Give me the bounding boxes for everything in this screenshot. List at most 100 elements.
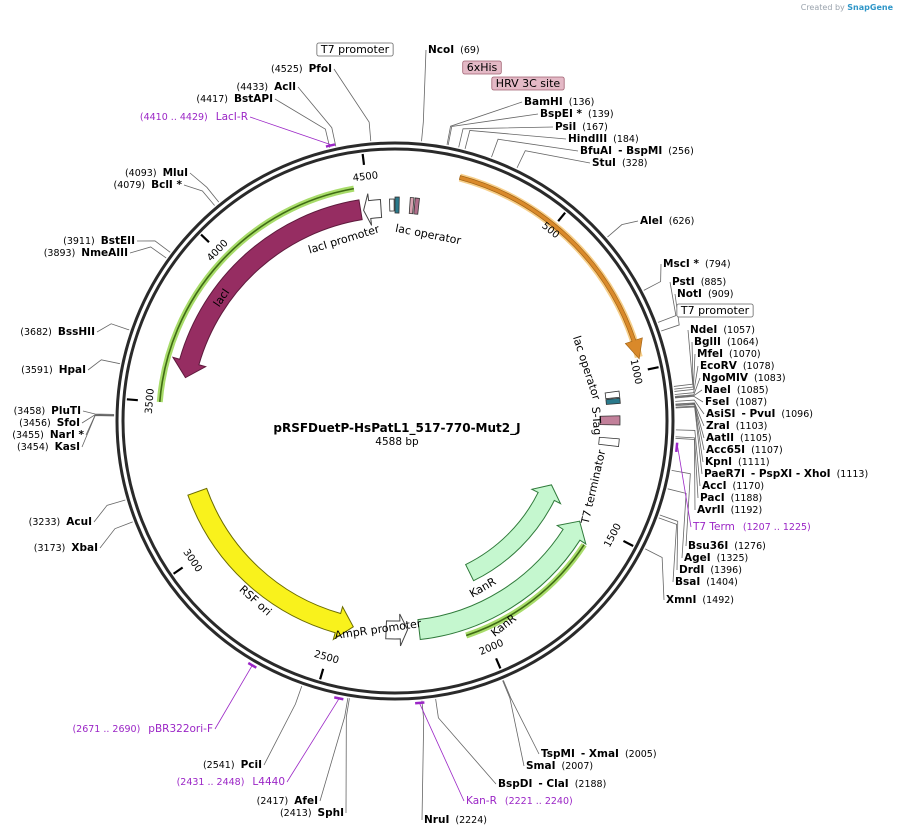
enzyme-site[interactable]: (2413)SphI <box>280 807 344 819</box>
enzyme-site[interactable]: (3893)NmeAIII <box>44 247 128 259</box>
enzyme-site[interactable]: (3591)HpaI <box>21 364 86 376</box>
enzyme-label: MfeI(1070) <box>697 348 761 360</box>
primer-mark <box>325 143 336 148</box>
enzyme-site[interactable]: BspEI *(139) <box>540 108 614 120</box>
enzyme-site[interactable]: XmnI(1492) <box>666 594 734 606</box>
enzyme-site[interactable]: (3911)BstEII <box>63 235 135 247</box>
enzyme-site[interactable]: BglII(1064) <box>694 336 759 348</box>
enzyme-site[interactable]: NdeI(1057) <box>690 324 755 336</box>
enzyme-label: BglII(1064) <box>694 336 759 348</box>
enzyme-site[interactable]: AvrII(1192) <box>697 504 762 516</box>
enzyme-name: BspEI * <box>540 108 583 120</box>
enzyme-site[interactable]: AccI(1170) <box>702 480 764 492</box>
kanr-underline-core <box>465 544 585 637</box>
site-connector <box>657 281 677 323</box>
enzyme-site[interactable]: AleI(626) <box>640 215 694 227</box>
enzyme-label: NgoMIV(1083) <box>702 372 786 384</box>
enzyme-site[interactable]: (3458)PluTI <box>14 405 81 417</box>
enzyme-site[interactable]: NgoMIV(1083) <box>702 372 786 384</box>
enzyme-position: (1188) <box>731 493 763 504</box>
enzyme-site[interactable]: HindIII(184) <box>568 133 639 145</box>
primer-binding-site[interactable]: (2431 .. 2448)L4440 <box>177 776 285 788</box>
enzyme-site[interactable]: (2417)AfeI <box>257 795 318 807</box>
enzyme-site[interactable]: SmaI(2007) <box>526 760 593 772</box>
enzyme-site[interactable]: FseI(1087) <box>705 396 767 408</box>
enzyme-site[interactable]: AgeI(1325) <box>684 552 748 564</box>
enzyme-name: NdeI <box>690 324 717 336</box>
primer-binding-site[interactable]: (2671 .. 2690)pBR322ori-F <box>72 723 213 735</box>
backbone-inner-strand <box>121 147 669 695</box>
enzyme-site[interactable]: (2541)PciI <box>203 759 262 771</box>
enzyme-site[interactable]: StuI(328) <box>592 157 648 169</box>
enzyme-site[interactable]: MfeI(1070) <box>697 348 761 360</box>
enzyme-site[interactable]: (3682)BssHII <box>20 326 95 338</box>
enzyme-site[interactable]: AatII(1105) <box>706 432 772 444</box>
enzyme-label: (4525)PfoI <box>271 63 332 75</box>
enzyme-site[interactable]: BsaI(1404) <box>675 576 738 588</box>
enzyme-position: (4433) <box>237 82 269 93</box>
site-connector <box>675 403 705 439</box>
enzyme-site[interactable]: BspDI- ClaI(2188) <box>498 778 606 790</box>
enzyme-site[interactable]: PstI(885) <box>672 276 726 288</box>
primer-binding-site[interactable]: Kan-R(2221 .. 2240) <box>466 795 573 807</box>
enzyme-site[interactable]: BamHI(136) <box>524 96 594 108</box>
enzyme-site[interactable]: NotI(909) <box>677 288 733 300</box>
primer-binding-site[interactable]: T7 Term(1207 .. 1225) <box>692 521 811 533</box>
primer-binding-site[interactable]: (4410 .. 4429)LacI-R <box>140 111 248 123</box>
tick-label: 1000 <box>628 358 644 385</box>
enzyme-position: (3233) <box>29 517 61 528</box>
enzyme-site[interactable]: (4093)MluI <box>125 167 188 179</box>
enzyme-site[interactable]: AsiSI- PvuI(1096) <box>706 408 813 420</box>
enzyme-site[interactable]: BfuAI- BspMI(256) <box>580 145 694 157</box>
enzyme-site[interactable]: PacI(1188) <box>700 492 762 504</box>
enzyme-site[interactable]: (4079)BclI * <box>114 179 183 191</box>
enzyme-label: (2413)SphI <box>280 807 344 819</box>
enzyme-site[interactable]: (3455)NarI * <box>12 429 84 441</box>
enzyme-site[interactable]: (4525)PfoI <box>271 63 332 75</box>
enzyme-site[interactable]: KpnI(1111) <box>705 456 770 468</box>
site-connector <box>675 402 705 427</box>
enzyme-site[interactable]: PsiI(167) <box>555 121 608 133</box>
tick-mark <box>622 539 634 548</box>
primer-mark <box>247 661 257 669</box>
enzyme-name: HpaI <box>59 364 86 376</box>
enzyme-position: (136) <box>569 97 595 108</box>
enzyme-position: (3455) <box>12 430 44 441</box>
enzyme-site[interactable]: NcoI(69) <box>428 44 480 56</box>
enzyme-site[interactable]: NaeI(1085) <box>704 384 769 396</box>
enzyme-site[interactable]: (3454)KasI <box>17 441 80 453</box>
enzyme-site[interactable]: (4417)BstAPI <box>196 93 273 105</box>
site-connector <box>319 697 349 802</box>
enzyme-position: (1492) <box>702 595 734 606</box>
site-connector <box>516 150 591 169</box>
enzyme-site[interactable]: (3233)AcuI <box>29 516 92 528</box>
site-connector <box>658 517 678 583</box>
site-connector <box>645 548 665 601</box>
site-connector <box>96 323 130 333</box>
enzyme-label: (4079)BclI * <box>114 179 183 191</box>
laci-promoter-arrow <box>363 193 383 226</box>
enzyme-site[interactable]: DrdI(1396) <box>679 564 742 576</box>
primer-connector <box>286 699 339 783</box>
enzyme-site[interactable]: (3173)XbaI <box>34 542 98 554</box>
enzyme-site[interactable]: Acc65I(1107) <box>706 444 783 456</box>
enzyme-position: (2188) <box>575 779 607 790</box>
enzyme-site[interactable]: PaeR7I- PspXI - XhoI(1113) <box>704 468 868 480</box>
enzyme-site[interactable]: EcoRV(1078) <box>700 360 774 372</box>
enzyme-site[interactable]: ZraI(1103) <box>706 420 767 432</box>
enzyme-site[interactable]: Bsu36I(1276) <box>688 540 766 552</box>
feature-callout-text: T7 promoter <box>320 43 390 56</box>
enzyme-site[interactable]: (4433)AclI <box>237 81 296 93</box>
site-connector <box>674 353 696 392</box>
enzyme-name: AfeI <box>294 795 318 807</box>
feature-callout-box <box>491 76 565 91</box>
feature-label-stag: S-Tag <box>589 406 604 435</box>
enzyme-site[interactable]: MscI *(794) <box>663 258 731 270</box>
enzyme-label: AleI(626) <box>640 215 694 227</box>
enzyme-site[interactable]: TspMI- XmaI(2005) <box>541 748 657 760</box>
enzyme-label: NotI(909) <box>677 288 733 300</box>
enzyme-site[interactable]: (3456)SfoI <box>19 417 80 429</box>
plasmid-length: 4588 bp <box>375 436 419 448</box>
enzyme-label: BspDI- ClaI(2188) <box>498 778 606 790</box>
enzyme-site[interactable]: NruI(2224) <box>424 814 487 826</box>
